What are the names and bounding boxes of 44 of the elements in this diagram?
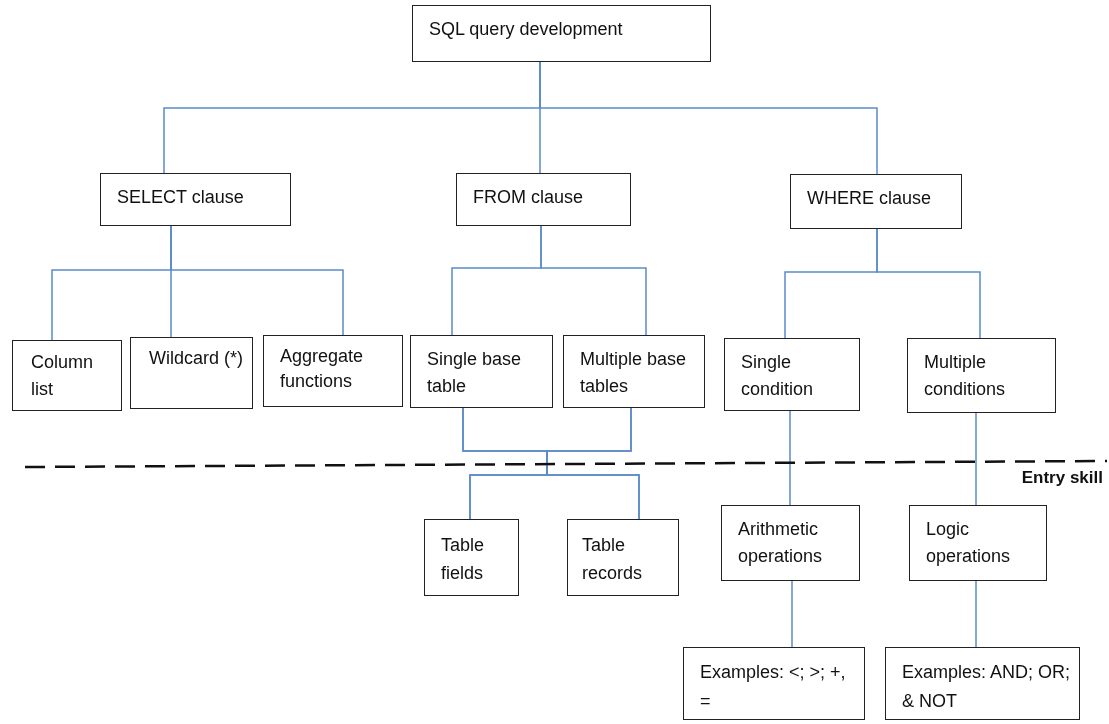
- connector-line: [876, 228, 981, 339]
- connector-line: [546, 407, 640, 520]
- topic-text: Single condition: [741, 351, 815, 401]
- section-label: Entry skill: [1021, 468, 1103, 488]
- topic-text: Aggregate functions: [280, 345, 365, 394]
- connector-line: [170, 225, 344, 336]
- topic-box: [130, 337, 253, 409]
- connector-line: [539, 61, 878, 175]
- topic-text: SQL query development: [429, 18, 624, 41]
- topic-text: SELECT clause: [117, 186, 245, 209]
- topic-text: Wildcard (*): [149, 347, 244, 370]
- topic-text: Multiple base tables: [580, 348, 688, 398]
- topic-text: Arithmetic operations: [738, 518, 824, 568]
- topic-text: Logic operations: [926, 518, 1012, 568]
- topic-box: [885, 647, 1080, 720]
- topic-box: [563, 335, 705, 408]
- topic-box: [907, 338, 1056, 413]
- topic-box: [790, 174, 962, 229]
- topic-box: [567, 519, 679, 596]
- topic-box: [721, 505, 860, 581]
- topic-box: [683, 647, 865, 720]
- topic-text: Multiple conditions: [924, 351, 1007, 401]
- topic-text: Column list: [31, 351, 95, 401]
- topic-text: Single base table: [427, 348, 523, 398]
- topic-box: [263, 335, 403, 407]
- topic-box: [412, 5, 711, 62]
- connector-line: [975, 412, 977, 506]
- topic-box: [410, 335, 553, 408]
- topic-box: [909, 505, 1047, 581]
- topic-box: [100, 173, 291, 226]
- topic-text: Table fields: [441, 534, 486, 585]
- topic-text: Examples: <; >; +, =: [700, 661, 847, 713]
- connector-line: [791, 580, 793, 648]
- topic-box: [424, 519, 519, 596]
- topic-box: [724, 338, 860, 411]
- topic-text: WHERE clause: [807, 187, 933, 210]
- connector-line: [540, 225, 647, 336]
- topic-text: Examples: AND; OR; & NOT: [902, 661, 1071, 713]
- topic-text: FROM clause: [473, 186, 585, 209]
- topic-box: [12, 340, 122, 411]
- topic-text: Table records: [582, 534, 644, 585]
- topic-box: [456, 173, 631, 226]
- connector-line: [975, 580, 977, 648]
- connector-line: [789, 410, 791, 506]
